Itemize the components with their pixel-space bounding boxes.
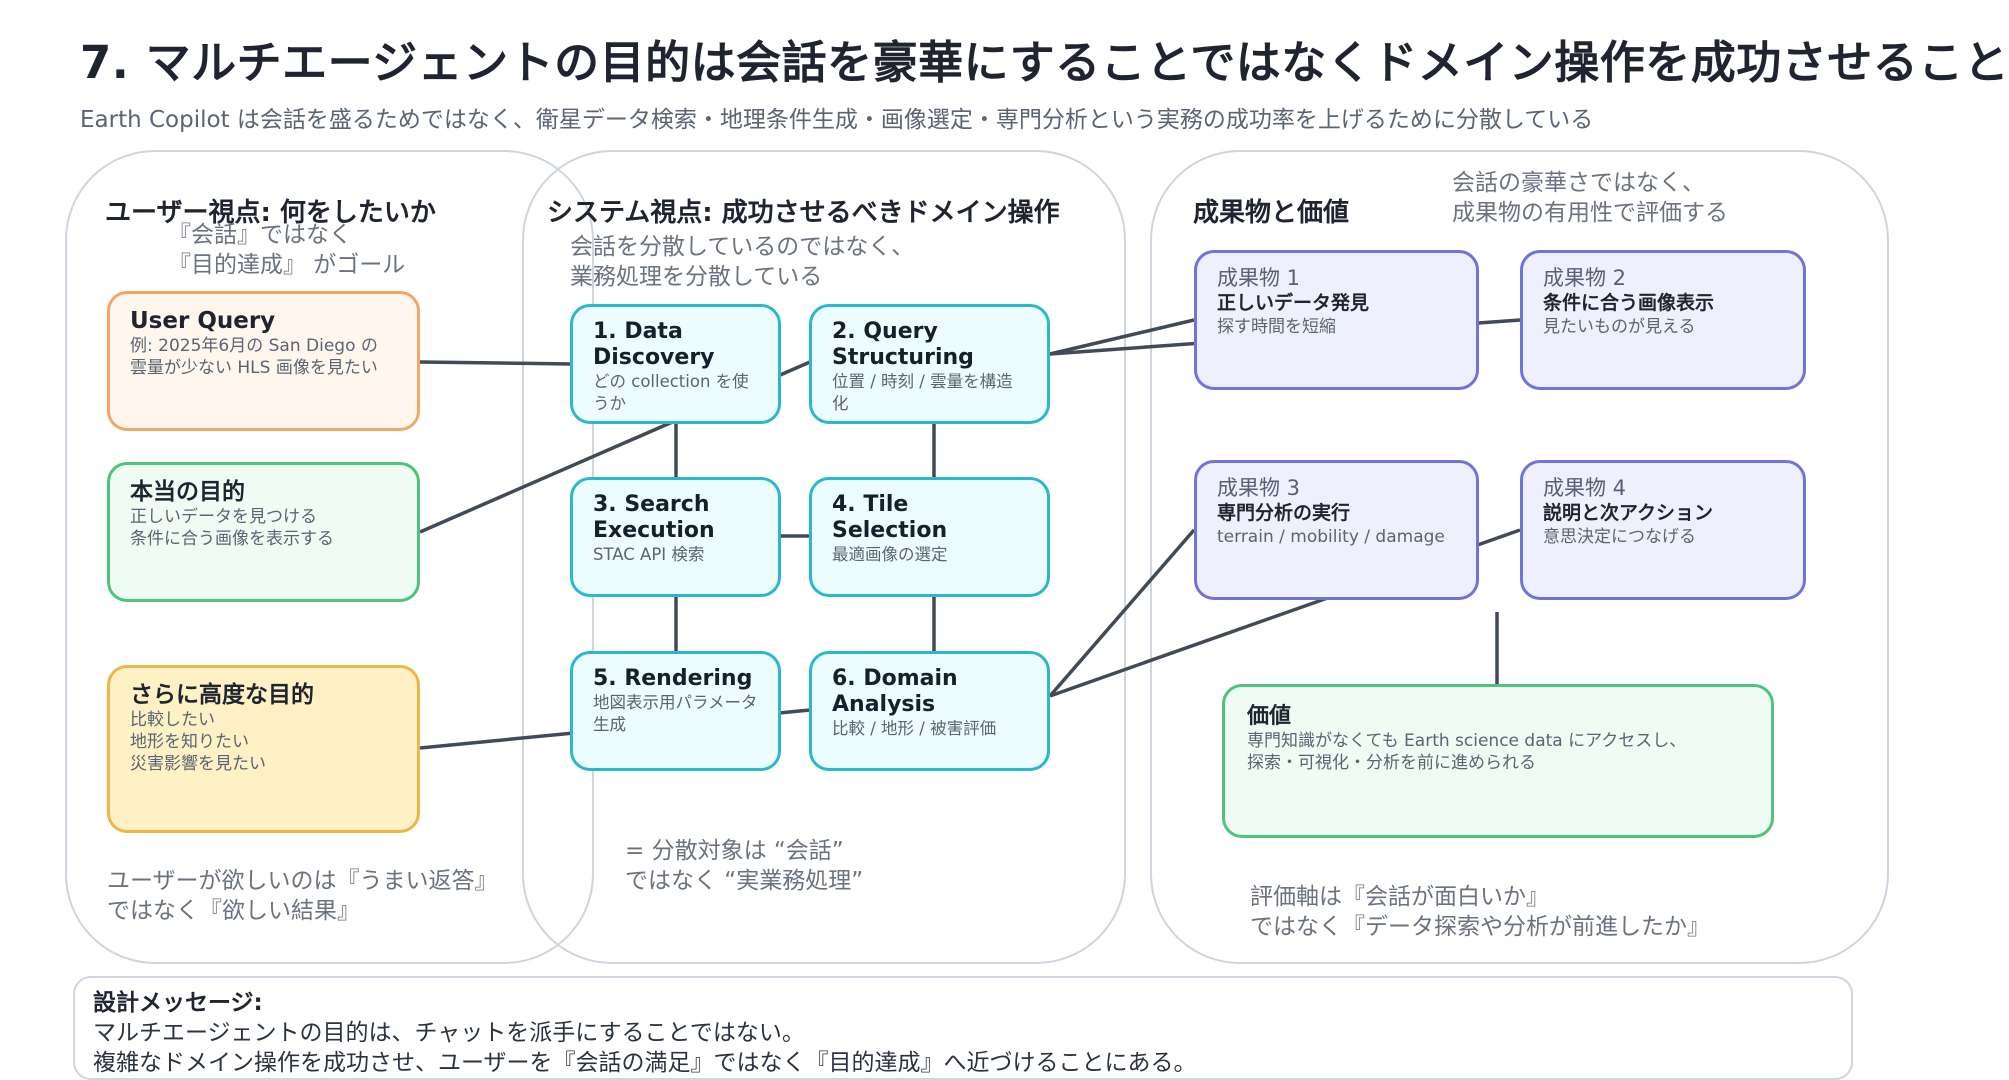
user-query-desc: 例: 2025年6月の San Diego の 雲量が少ない HLS 画像を見た… xyxy=(130,336,378,378)
system-panel-note-bottom: = 分散対象は “会話” ではなく “実業務処理” xyxy=(625,838,864,894)
step-rendering: 5. Rendering 地図表示用パラメータ生成 xyxy=(570,651,781,771)
design-message-box: 設計メッセージ: マルチエージェントの目的は、チャットを派手にすることではない。… xyxy=(73,976,1853,1080)
value-desc: 専門知識がなくても Earth science data にアクセスし、 探索・… xyxy=(1247,731,1687,773)
step-data-discovery: 1. Data Discovery どの collection を使うか xyxy=(570,304,781,424)
output-1-box: 成果物 1 正しいデータ発見 探す時間を短縮 xyxy=(1194,250,1479,390)
output-sub: 説明と次アクション xyxy=(1543,502,1714,524)
step-desc: 位置 / 時刻 / 雲量を構造化 xyxy=(832,372,1013,413)
output-title: 成果物 1 xyxy=(1217,266,1301,290)
step-tile-selection: 4. Tile Selection 最適画像の選定 xyxy=(809,477,1050,597)
step-desc: 地図表示用パラメータ生成 xyxy=(593,693,758,734)
value-panel-note-bottom: 評価軸は『会話が面白いか』 ではなく『データ探索や分析が前進したか』 xyxy=(1250,884,1710,940)
user-panel-title: ユーザー視点: 何をしたいか xyxy=(105,198,436,228)
value-panel-title: 成果物と価値 xyxy=(1193,198,1350,228)
true-goal-title: 本当の目的 xyxy=(130,479,245,505)
step-desc: STAC API 検索 xyxy=(593,545,705,564)
true-goal-desc: 正しいデータを見つける 条件に合う画像を表示する xyxy=(130,507,334,549)
user-panel-note-top: 『会話』ではなく 『目的達成』 がゴール xyxy=(168,222,406,278)
step-title: 3. Search Execution xyxy=(593,492,715,543)
output-2-box: 成果物 2 条件に合う画像表示 見たいものが見える xyxy=(1520,250,1806,390)
step-title: 6. Domain Analysis xyxy=(832,666,958,717)
user-query-title: User Query xyxy=(130,308,276,334)
output-sub: 正しいデータ発見 xyxy=(1217,292,1370,314)
value-box: 価値 専門知識がなくても Earth science data にアクセスし、 … xyxy=(1222,684,1774,838)
page-title: 7. マルチエージェントの目的は会話を豪華にすることではなくドメイン操作を成功さ… xyxy=(80,36,2009,89)
output-sub: 条件に合う画像表示 xyxy=(1543,292,1715,314)
advanced-goal-title: さらに高度な目的 xyxy=(130,682,314,708)
output-4-box: 成果物 4 説明と次アクション 意思決定につなげる xyxy=(1520,460,1806,600)
step-desc: 最適画像の選定 xyxy=(832,545,948,564)
step-title: 2. Query Structuring xyxy=(832,319,974,370)
output-desc: terrain / mobility / damage xyxy=(1217,527,1445,547)
system-panel-title: システム視点: 成功させるべきドメイン操作 xyxy=(547,198,1060,228)
output-title: 成果物 4 xyxy=(1543,476,1627,500)
output-desc: 見たいものが見える xyxy=(1543,317,1696,337)
step-title: 5. Rendering xyxy=(593,666,753,691)
step-desc: 比較 / 地形 / 被害評価 xyxy=(832,719,997,738)
true-goal-box: 本当の目的 正しいデータを見つける 条件に合う画像を表示する xyxy=(107,462,420,602)
step-domain-analysis: 6. Domain Analysis 比較 / 地形 / 被害評価 xyxy=(809,651,1050,771)
user-panel-note-bottom: ユーザーが欲しいのは『うまい返答』 ではなく『欲しい結果』 xyxy=(107,868,498,924)
step-query-structuring: 2. Query Structuring 位置 / 時刻 / 雲量を構造化 xyxy=(809,304,1050,424)
step-search-execution: 3. Search Execution STAC API 検索 xyxy=(570,477,781,597)
output-desc: 探す時間を短縮 xyxy=(1217,317,1336,337)
system-panel-note-top: 会話を分散しているのではなく、 業務処理を分散している xyxy=(570,234,915,290)
step-title: 4. Tile Selection xyxy=(832,492,948,543)
design-message-label: 設計メッセージ: xyxy=(93,990,263,1016)
design-message-line-2: 複雑なドメイン操作を成功させ、ユーザーを『会話の満足』ではなく『目的達成』へ近づ… xyxy=(93,1050,1197,1076)
value-title: 価値 xyxy=(1247,704,1292,729)
value-panel-note-top: 会話の豪華さではなく、 成果物の有用性で評価する xyxy=(1452,170,1728,226)
output-title: 成果物 3 xyxy=(1217,476,1301,500)
advanced-goal-box: さらに高度な目的 比較したい 地形を知りたい 災害影響を見たい xyxy=(107,665,420,833)
design-message-line-1: マルチエージェントの目的は、チャットを派手にすることではない。 xyxy=(93,1020,805,1046)
step-desc: どの collection を使うか xyxy=(593,372,749,413)
output-3-box: 成果物 3 専門分析の実行 terrain / mobility / damag… xyxy=(1194,460,1479,600)
advanced-goal-desc: 比較したい 地形を知りたい 災害影響を見たい xyxy=(130,710,266,774)
user-query-box: User Query 例: 2025年6月の San Diego の 雲量が少な… xyxy=(107,291,420,431)
page-subtitle: Earth Copilot は会話を盛るためではなく、衛星データ検索・地理条件生… xyxy=(80,107,1594,133)
step-title: 1. Data Discovery xyxy=(593,319,715,370)
output-desc: 意思決定につなげる xyxy=(1543,527,1696,547)
output-sub: 専門分析の実行 xyxy=(1217,502,1351,524)
output-title: 成果物 2 xyxy=(1543,266,1627,290)
